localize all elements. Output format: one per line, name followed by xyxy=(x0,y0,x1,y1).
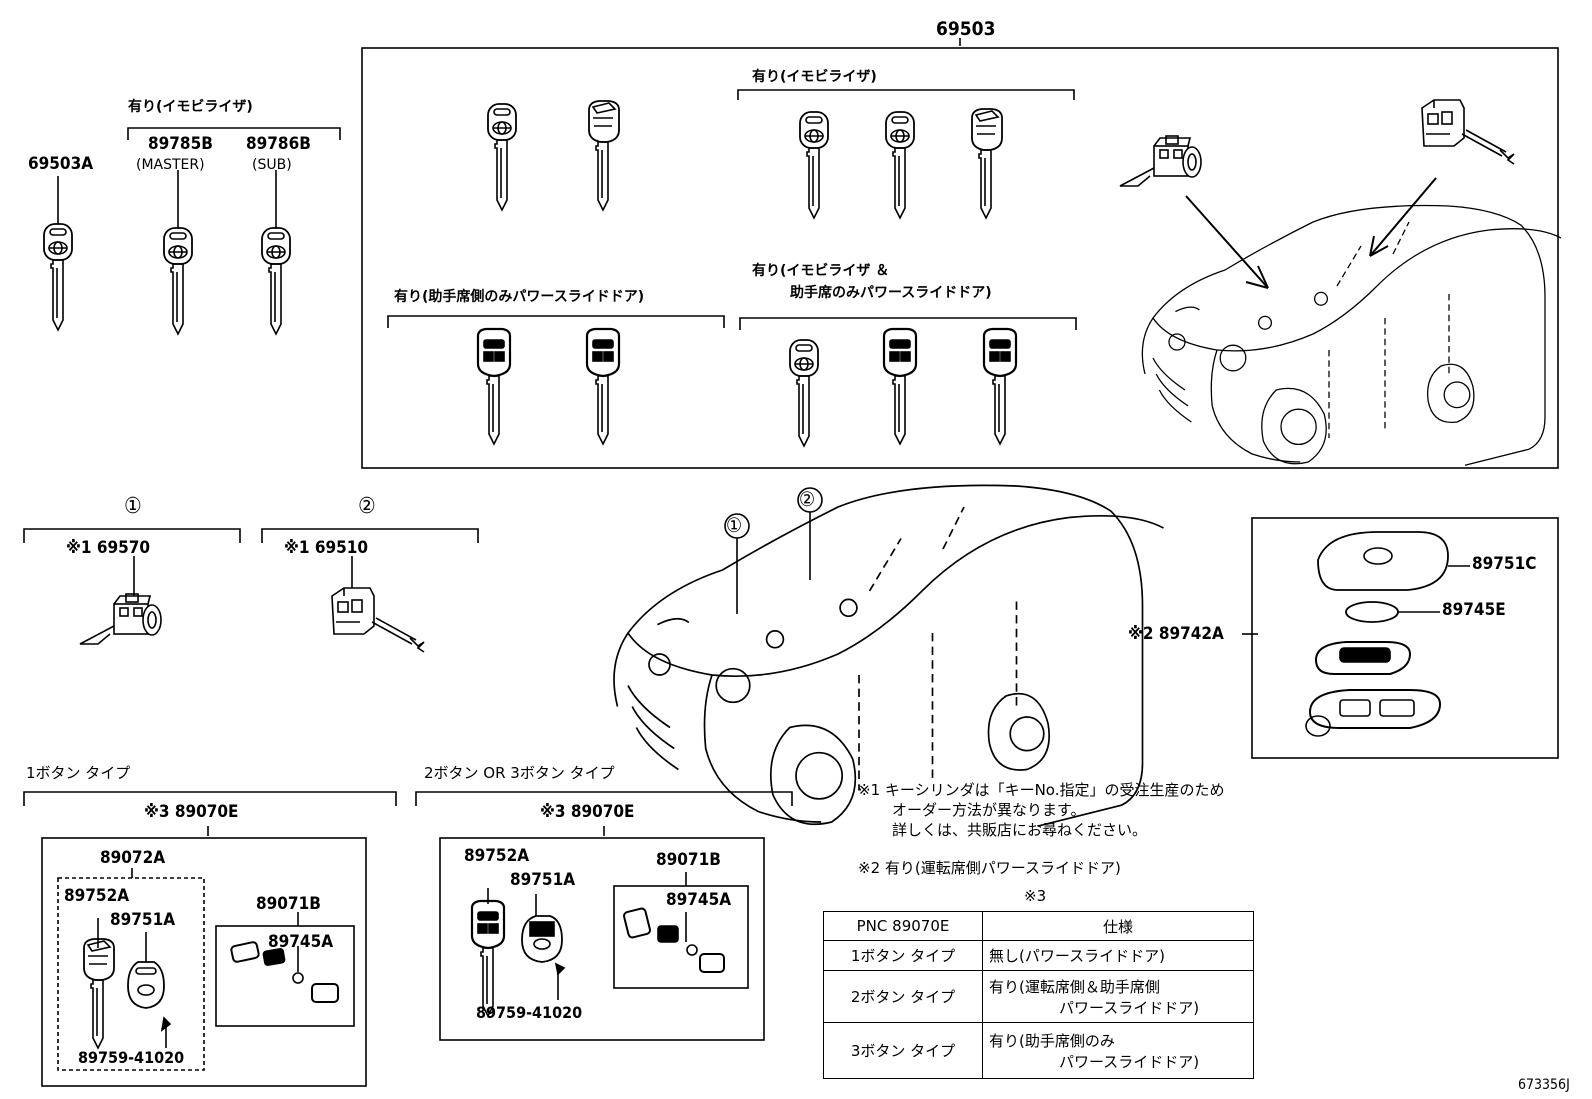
car-circle-2-label: ② xyxy=(799,487,816,511)
transmitter-mid-89751A-icon xyxy=(521,915,563,963)
label-m-89751A: 89751A xyxy=(510,870,576,890)
label-1button-type: 1ボタン タイプ xyxy=(26,764,131,782)
label-89745E: 89745E xyxy=(1442,600,1506,620)
label-69503A: 69503A xyxy=(28,154,94,174)
label-89751C: 89751C xyxy=(1472,554,1537,574)
label-89785B: 89785B xyxy=(148,134,213,154)
key-blank-89752A-icon xyxy=(83,938,115,1049)
spec-line-1: 有り(助手席側のみ xyxy=(989,1031,1115,1050)
label-m-89071B: 89071B xyxy=(656,850,721,870)
spec-table: PNC 89070E 仕様 1ボタン タイプ 無し(パワースライドドア) 2ボタ… xyxy=(823,911,1254,1079)
note-2: ※2 有り(運転席側パワースライドドア) xyxy=(858,859,1121,877)
label-sub: (SUB) xyxy=(252,157,292,173)
label-l-89745A: 89745A xyxy=(268,932,334,952)
table-cell-type: 1ボタン タイプ xyxy=(823,940,983,971)
table-header-spec: 仕様 xyxy=(982,911,1254,941)
table-cell-spec: 有り(運転席側＆助手席側 パワースライドドア) xyxy=(982,970,1254,1023)
label-m-89745A: 89745A xyxy=(666,890,732,910)
table-row: 2ボタン タイプ 有り(運転席側＆助手席側 パワースライドドア) xyxy=(823,970,1254,1023)
table-cell-type: 3ボタン タイプ xyxy=(823,1022,983,1079)
door-actuator-69510-icon xyxy=(331,587,425,653)
remote-key-2-icon xyxy=(585,327,621,446)
remote-key-icon xyxy=(476,327,512,446)
note-1-line3: 詳しくは、共販店にお尋ねください。 xyxy=(892,821,1148,839)
vehicle-center-icon xyxy=(613,484,1165,828)
car-circle-1-label: ① xyxy=(726,513,743,537)
spec-line-1: 有り(運転席側＆助手席側 xyxy=(989,977,1160,996)
immobi-psd-key-icon xyxy=(789,339,819,447)
label-23button-type: 2ボタン OR 3ボタン タイプ xyxy=(424,764,615,782)
key-master-icon xyxy=(163,227,193,335)
note-1-line1: ※1 キーシリンダは「キーNo.指定」の受注生産のため xyxy=(858,781,1225,799)
table-cell-spec: 無し(パワースライドドア) xyxy=(982,940,1254,971)
door-actuator-top-icon xyxy=(1421,99,1515,165)
label-master: (MASTER) xyxy=(136,157,205,173)
table-row: 3ボタン タイプ 有り(助手席側のみ パワースライドドア) xyxy=(823,1022,1254,1079)
immobi-key-icon xyxy=(799,111,829,219)
key-cylinder-top-icon xyxy=(1119,135,1202,187)
immobi-key-side-icon xyxy=(971,108,1003,219)
key-blank-side-icon xyxy=(588,100,620,211)
circle-1-label: ① xyxy=(124,494,142,519)
spec-line-1: 無し(パワースライドドア) xyxy=(989,947,1165,965)
label-m-89752A: 89752A xyxy=(464,846,530,866)
label-69503: 69503 xyxy=(936,18,996,40)
immobi-psd-remote-icon xyxy=(882,327,918,446)
label-mid-89070E: ※3 89070E xyxy=(540,802,635,822)
label-immobi-psd-line2: 助手席のみパワースライドドア) xyxy=(790,285,992,301)
label-89742A: ※2 89742A xyxy=(1128,624,1224,644)
label-m-89759: 89759-41020 xyxy=(476,1003,583,1022)
label-passenger-psd: 有り(助手席側のみパワースライドドア) xyxy=(394,289,645,305)
immobi-psd-remote-2-icon xyxy=(982,327,1018,446)
note-1-line2: オーダー方法が異なります。 xyxy=(892,801,1086,819)
key-69503A-icon xyxy=(43,223,73,331)
note-3-label: ※3 xyxy=(1024,887,1047,905)
key-cylinder-69570-icon xyxy=(79,593,162,645)
table-row: 1ボタン タイプ 無し(パワースライドドア) xyxy=(823,940,1254,971)
immobi-key-2-icon xyxy=(885,111,915,219)
label-l-89759: 89759-41020 xyxy=(78,1048,185,1067)
label-l-89072A: 89072A xyxy=(100,848,166,868)
circle-2-label: ② xyxy=(358,494,376,519)
label-immobi-top: 有り(イモビライザ) xyxy=(752,69,877,85)
diagram-id: 673356J xyxy=(1518,1077,1570,1093)
label-immobi-psd-line1: 有り(イモビライザ ＆ xyxy=(752,263,890,279)
table-header-pnc: PNC 89070E xyxy=(823,911,983,941)
spec-line-2: パワースライドドア) xyxy=(1059,998,1200,1017)
table-header-row: PNC 89070E 仕様 xyxy=(823,911,1254,941)
label-69510: ※1 69510 xyxy=(284,538,369,558)
vehicle-top-icon xyxy=(1141,204,1562,466)
table-cell-spec: 有り(助手席側のみ パワースライドドア) xyxy=(982,1022,1254,1079)
key-sub-icon xyxy=(261,227,291,335)
label-l-89751A: 89751A xyxy=(110,910,176,930)
transmitter-89751A-icon xyxy=(127,961,165,1009)
label-left-89070E: ※3 89070E xyxy=(144,802,239,822)
key-blank-plain-icon xyxy=(487,103,517,211)
table-cell-type: 2ボタン タイプ xyxy=(823,970,983,1023)
remote-key-89752A-icon xyxy=(470,899,506,1018)
spec-line-2: パワースライドドア) xyxy=(1059,1052,1200,1071)
label-l-89752A: 89752A xyxy=(64,886,130,906)
label-89786B: 89786B xyxy=(246,134,311,154)
label-immobi-left: 有り(イモビライザ) xyxy=(128,99,253,115)
label-69570: ※1 69570 xyxy=(66,538,151,558)
label-l-89071B: 89071B xyxy=(256,894,321,914)
